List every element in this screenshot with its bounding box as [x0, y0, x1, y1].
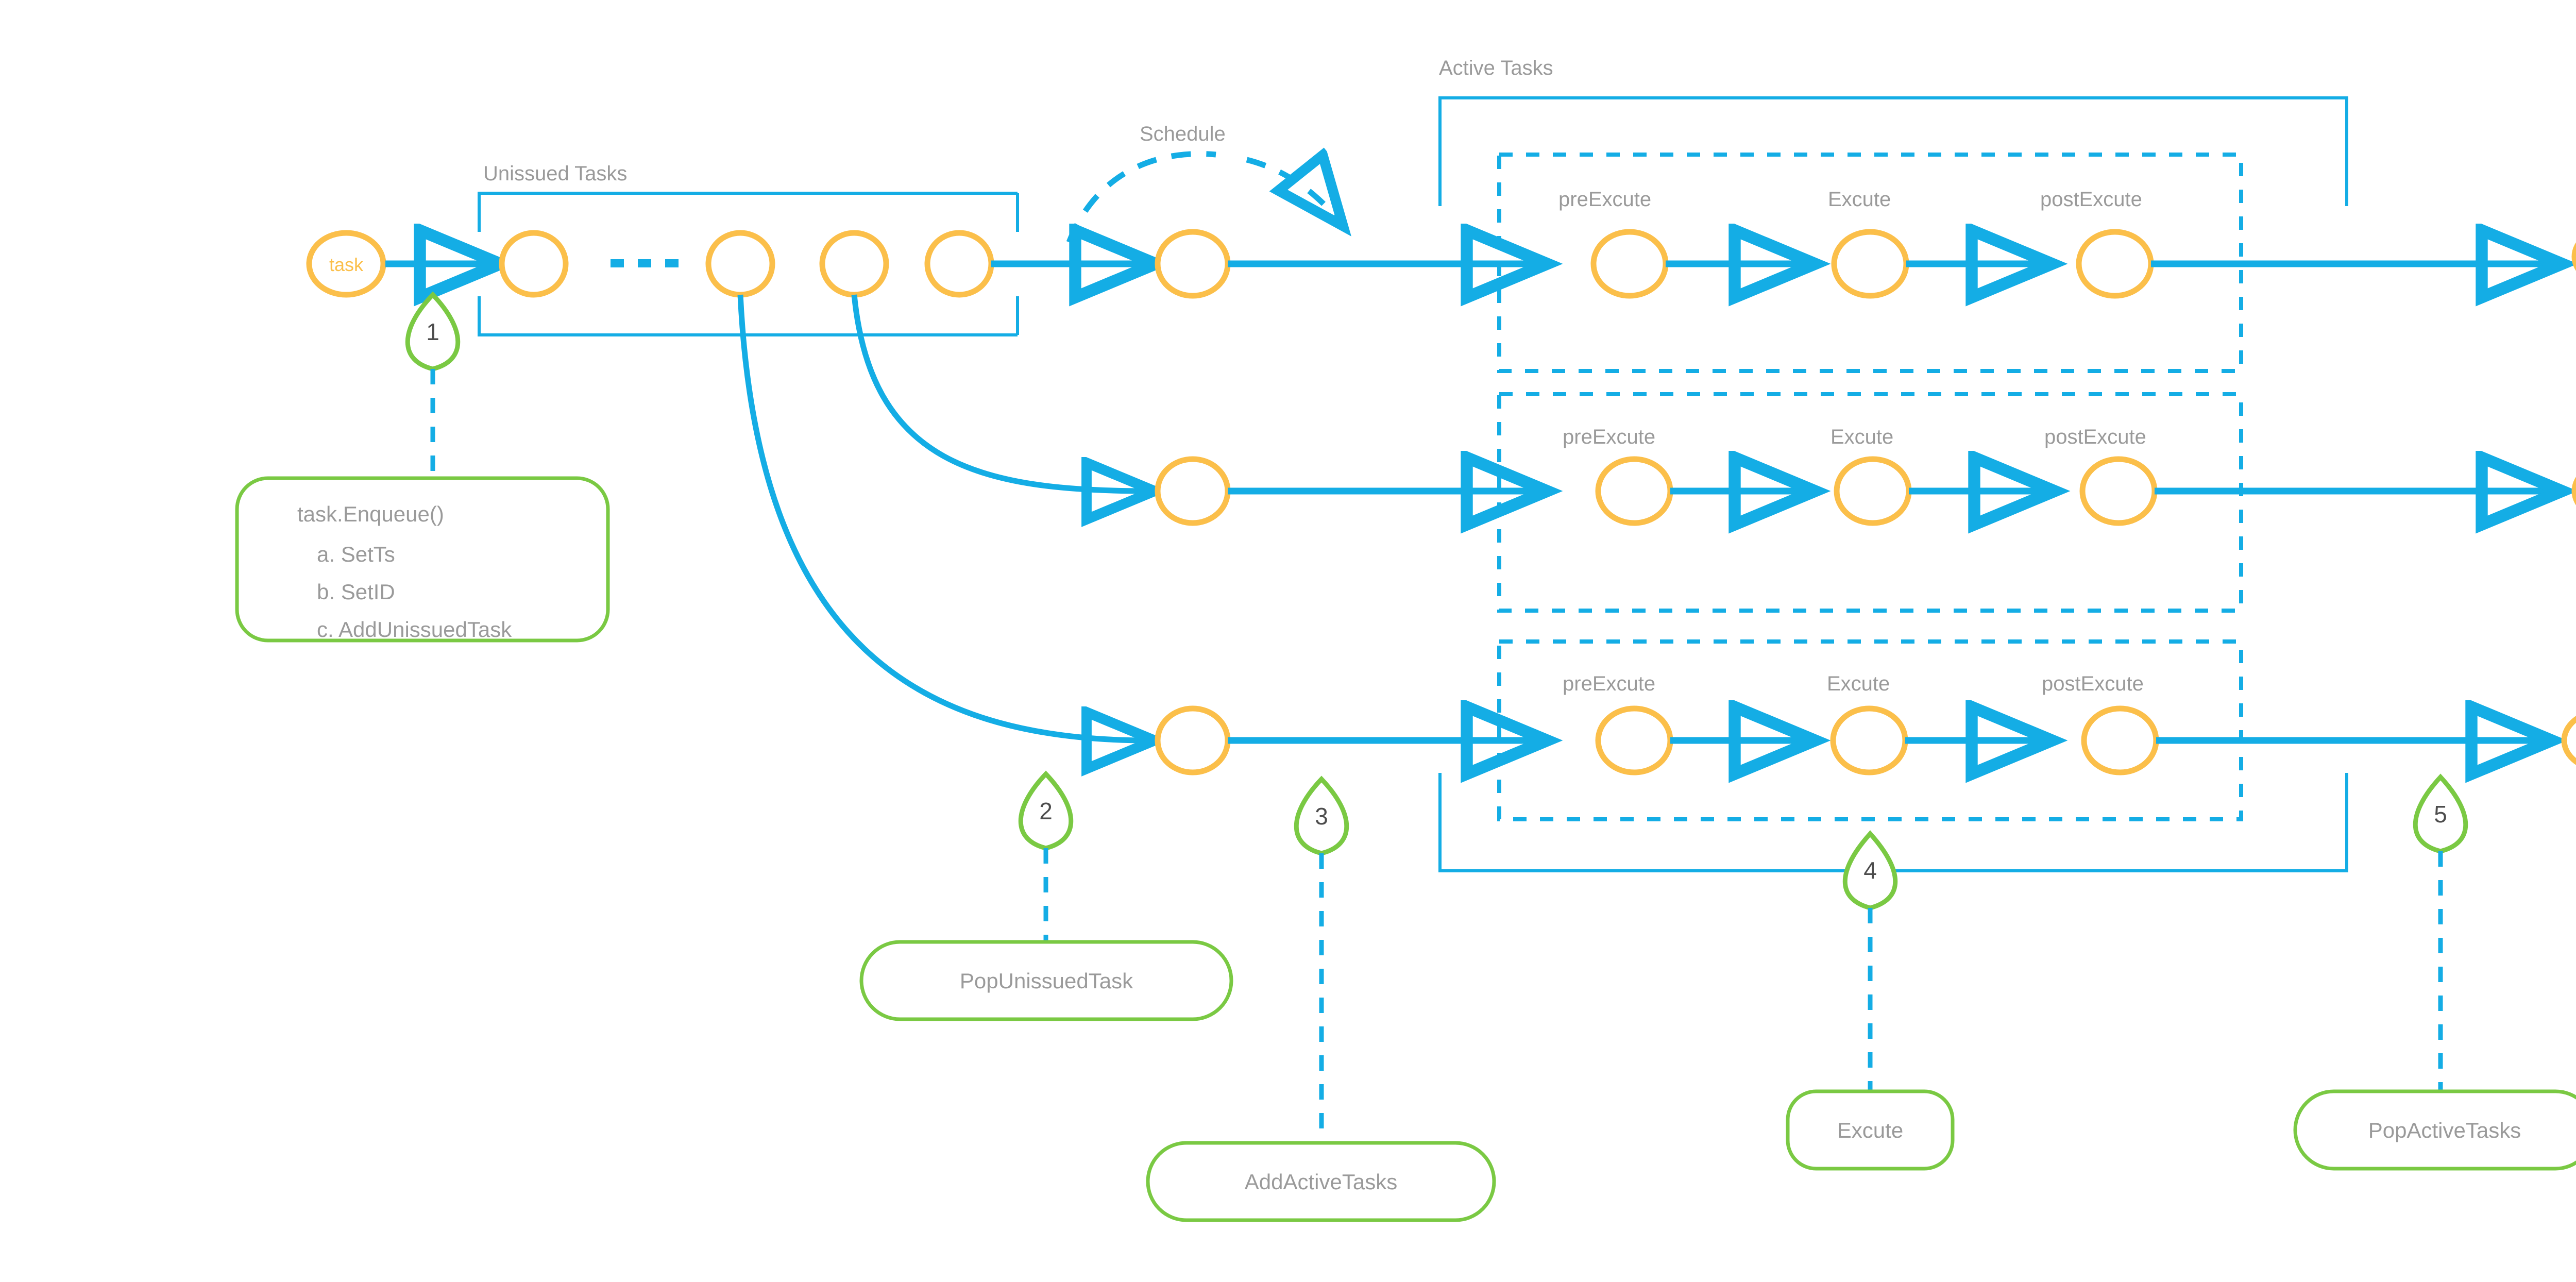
row2-stage-label-excute: Excute [1831, 426, 1894, 448]
callout-excute-label: Excute [1837, 1118, 1903, 1142]
row3-postexcute-node[interactable] [2081, 705, 2159, 775]
marker-2[interactable] [1018, 770, 1074, 943]
curve-to-row3 [737, 294, 1149, 740]
callout-enqueue-line-1: a. SetTs [317, 542, 395, 566]
row1-entry-node[interactable] [1155, 229, 1231, 299]
row1-preexcute-node[interactable] [1590, 229, 1669, 299]
callout-enqueue-line-3: c. AddUnissuedTask [317, 617, 512, 642]
ellipsis-dot-1 [611, 259, 624, 267]
row3-exit-node[interactable] [2561, 711, 2576, 770]
row2-entry-node[interactable] [1155, 456, 1231, 526]
schedule-label: Schedule [1140, 123, 1226, 145]
unissued-tasks-bracket [478, 192, 1019, 336]
row3-preexcute-node[interactable] [1595, 705, 1673, 775]
marker-4-number: 4 [1863, 857, 1877, 884]
row2-excute-node[interactable] [1834, 456, 1912, 526]
row-1 [1228, 153, 2576, 373]
ellipsis-dot-2 [638, 259, 651, 267]
row1-stage-label-postexcute: postExcute [2040, 188, 2142, 211]
row2-preexcute-node[interactable] [1595, 456, 1673, 526]
marker-5[interactable] [2413, 773, 2468, 1092]
queue-node-3[interactable] [819, 230, 889, 298]
row3-stage-label-preexcute: preExcute [1563, 672, 1656, 695]
callout-pop-unissued-box[interactable] [859, 940, 1233, 1021]
callout-enqueue-box[interactable] [235, 476, 610, 643]
curve-to-row2 [851, 294, 1149, 491]
row3-excute-node[interactable] [1830, 705, 1908, 775]
marker-3-number: 3 [1315, 803, 1328, 830]
callout-pop-unissued-label: PopUnissuedTask [960, 969, 1133, 993]
callout-enqueue-line-2: b. SetID [317, 580, 395, 604]
callout-pop-active-label: PopActiveTasks [2368, 1118, 2521, 1142]
row1-exit-node[interactable] [2571, 227, 2576, 286]
callout-excute-box[interactable] [1786, 1089, 1955, 1171]
unissued-tasks-section-label: Unissued Tasks [483, 162, 628, 185]
callout-pop-active-box[interactable] [2293, 1089, 2576, 1171]
marker-2-number: 2 [1039, 798, 1053, 824]
callout-add-active-label: AddActiveTasks [1245, 1170, 1397, 1194]
row1-postexcute-node[interactable] [2076, 229, 2154, 299]
row-2 [1228, 392, 2576, 613]
marker-4[interactable] [1842, 830, 1898, 1092]
row-3 [1228, 639, 2576, 821]
source-task-node[interactable] [306, 230, 386, 298]
row2-stage-label-postexcute: postExcute [2044, 426, 2146, 448]
active-tasks-section-label: Active Tasks [1439, 57, 1553, 79]
queue-node-1[interactable] [499, 230, 569, 298]
queue-node-4[interactable] [924, 230, 994, 298]
row1-stage-label-preexcute: preExcute [1558, 188, 1652, 211]
row3-entry-node[interactable] [1155, 705, 1231, 775]
row2-exit-node[interactable] [2571, 461, 2576, 521]
row1-excute-node[interactable] [1831, 229, 1909, 299]
ellipsis-dot-3 [665, 259, 679, 267]
unissued-queue-nodes [499, 230, 994, 298]
source-task-label: task [329, 254, 364, 275]
row2-postexcute-node[interactable] [2079, 456, 2158, 526]
marker-3[interactable] [1294, 775, 1349, 1144]
row3-stage-label-postexcute: postExcute [2042, 672, 2144, 695]
row3-stage-label-excute: Excute [1827, 672, 1890, 695]
row1-stage-label-excute: Excute [1828, 188, 1891, 211]
callout-add-active-box[interactable] [1146, 1141, 1496, 1222]
marker-5-number: 5 [2434, 801, 2447, 828]
queue-node-2[interactable] [705, 230, 775, 298]
callout-enqueue-line-0: task.Enqueue() [297, 502, 444, 526]
marker-1-number: 1 [426, 318, 439, 345]
schedule-dashed-arc [1066, 154, 1340, 244]
row2-stage-label-preexcute: preExcute [1563, 426, 1656, 448]
marker-1[interactable] [405, 291, 461, 479]
